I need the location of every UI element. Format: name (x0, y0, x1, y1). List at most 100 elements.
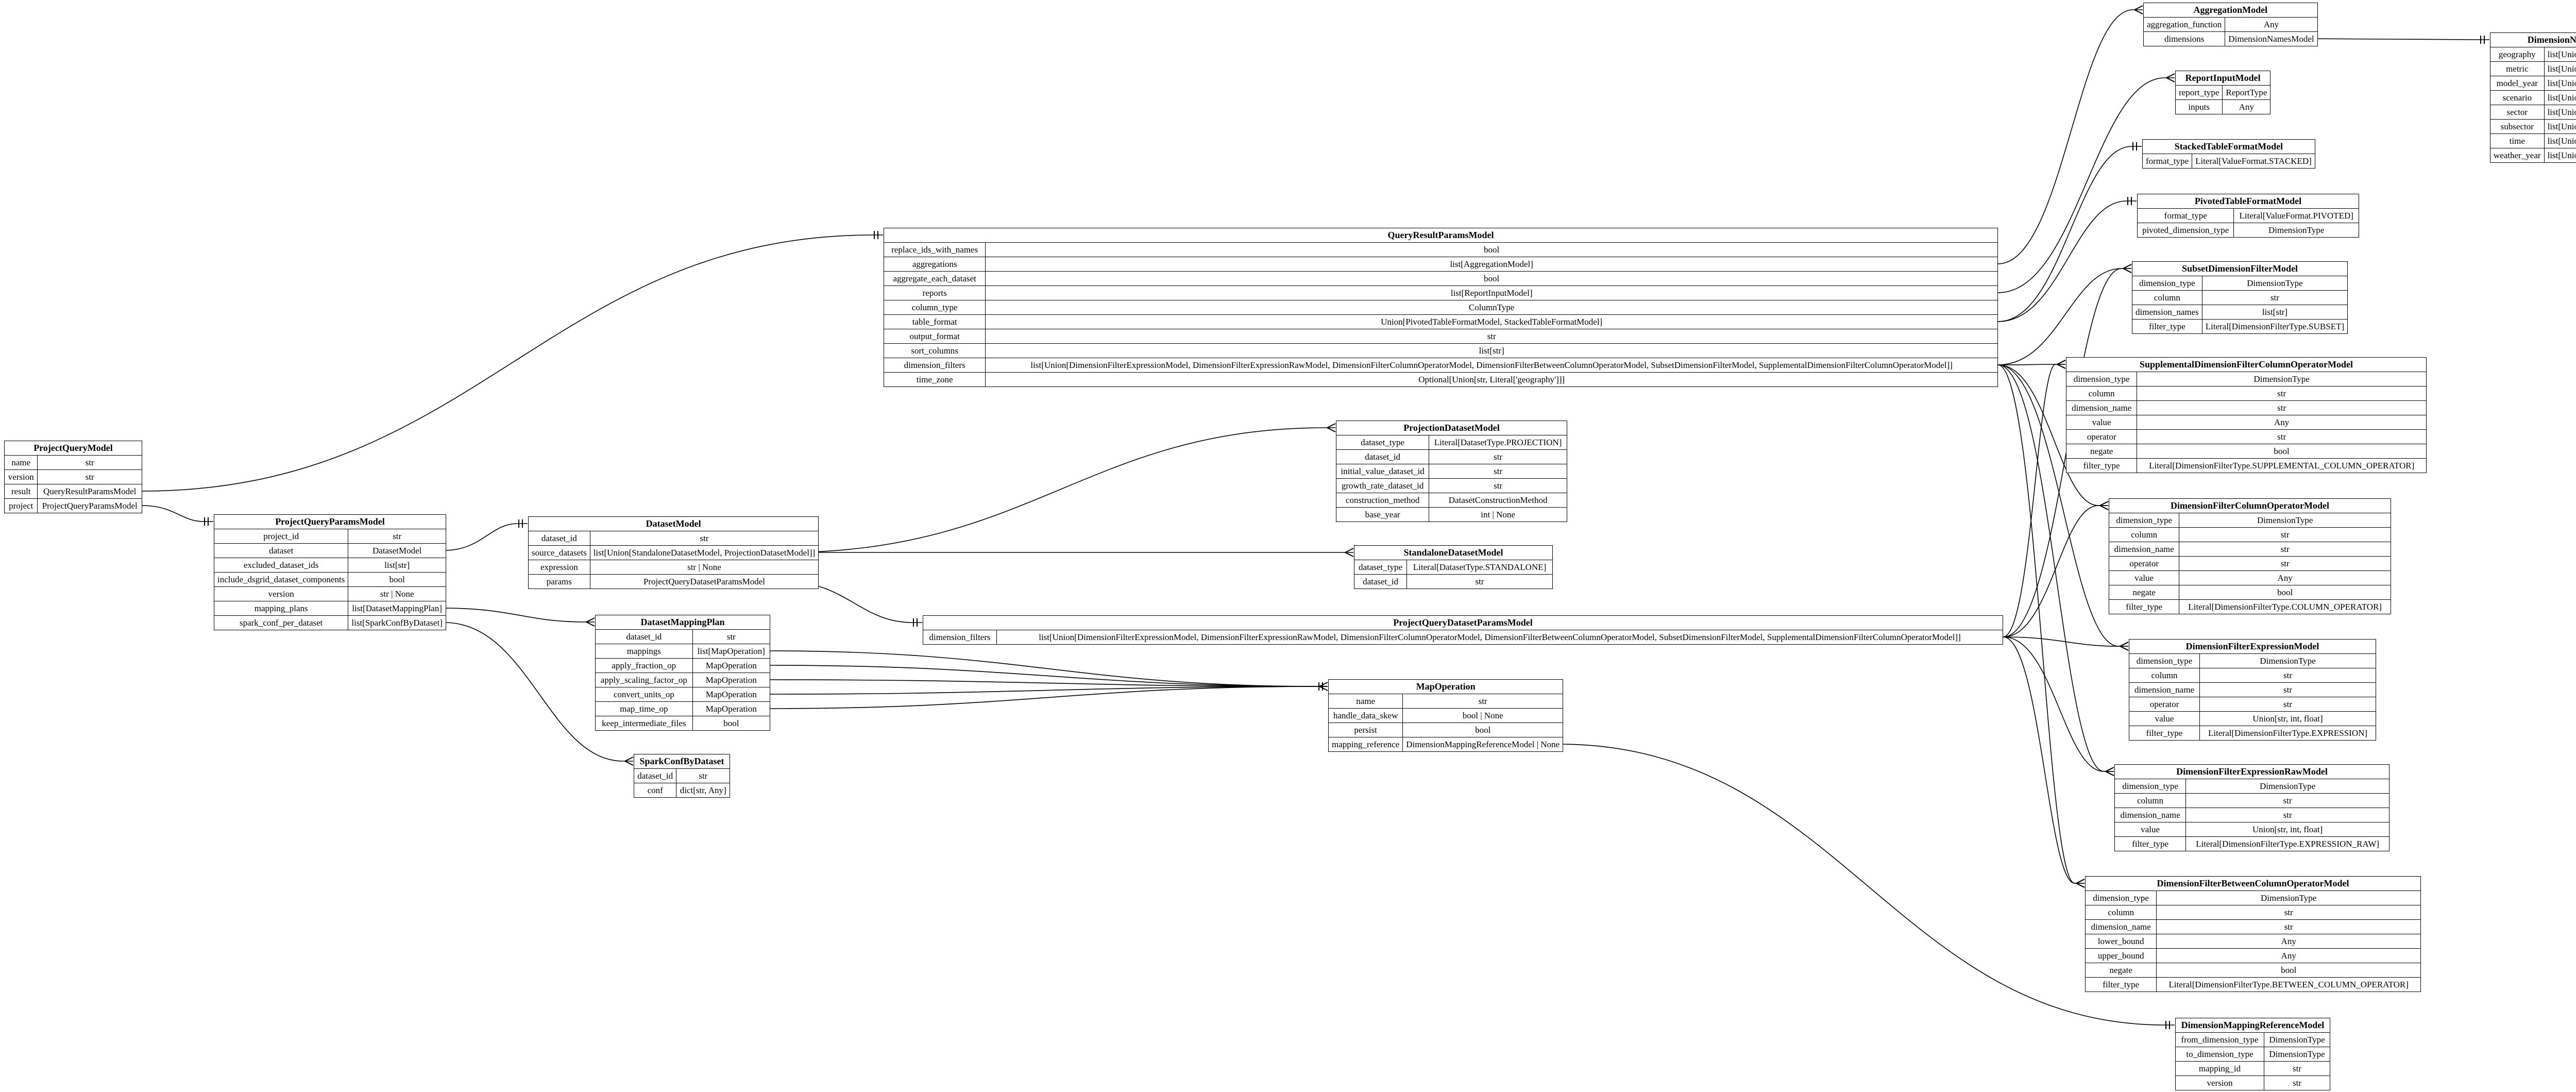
field-name: value (2128, 711, 2200, 726)
field-name: subsector (2490, 119, 2545, 134)
edge-ProjectQueryDatasetParamsModel-dimension_filters-DimensionFilterExpressionModel (2003, 636, 2129, 651)
field-type: DimensionType (2264, 1032, 2330, 1047)
edge-ProjectQueryDatasetParamsModel-dimension_filters-DimensionFilterBetweenColumnOperatorModel (2003, 636, 2085, 888)
field-name: filter_type (2114, 836, 2187, 851)
field-name: aggregation_function (2143, 17, 2226, 32)
field-name: expression (528, 560, 590, 575)
field-name: filter_type (2132, 319, 2202, 334)
field-type: str (2156, 919, 2421, 934)
field-type: Literal[DimensionFilterType.BETWEEN_COLU… (2156, 977, 2421, 992)
edge-ProjectQueryDatasetParamsModel-dimension_filters-DimensionFilterColumnOperatorModel (2003, 501, 2109, 637)
field-name: sort_columns (883, 343, 986, 358)
field-name: project_id (213, 529, 349, 544)
field-type: str (1429, 464, 1567, 479)
field-name: dimension_name (2084, 919, 2157, 934)
field-type: ProjectQueryParamsModel (37, 498, 142, 513)
field-type: Literal[DimensionFilterType.SUBSET] (2201, 319, 2348, 334)
field-type: bool (2156, 963, 2421, 978)
edge-DatasetModel-source_datasets-ProjectionDatasetModel (784, 423, 1336, 553)
field-type: str (1429, 449, 1567, 464)
field-type: Literal[DimensionFilterType.COLUMN_OPERA… (2179, 599, 2391, 614)
field-name: growth_rate_dataset_id (1335, 478, 1430, 493)
field-type: bool (985, 271, 1998, 286)
field-type: str (589, 531, 819, 546)
field-type: DatasetConstructionMethod (1429, 493, 1567, 508)
field-type: dict[str, Any] (676, 783, 730, 798)
entity-title: DimensionMappingReferenceModel (2175, 1018, 2330, 1033)
field-name: inputs (2175, 99, 2223, 114)
field-type: str (2185, 793, 2389, 808)
field-name: source_datasets (528, 545, 590, 560)
field-type: DimensionType (2201, 276, 2348, 291)
field-name: model_year (2490, 76, 2545, 91)
field-name: construction_method (1335, 493, 1430, 508)
field-type: bool (348, 572, 446, 587)
entity-title: SubsetDimensionFilterModel (2131, 261, 2348, 276)
field-type: list[Union[str, ColumnModel]] (2544, 148, 2576, 163)
field-type: Literal[DimensionFilterType.EXPRESSION_R… (2185, 836, 2389, 851)
field-type: str (1406, 574, 1553, 589)
entity-title: ProjectionDatasetModel (1336, 421, 1567, 435)
edge-QueryResultParamsModel-table_format-StackedTableFormatModel (1997, 142, 2142, 322)
field-type: str (2264, 1076, 2330, 1090)
field-name: table_format (883, 314, 986, 329)
field-name: initial_value_dataset_id (1335, 464, 1430, 479)
field-type: str (2179, 527, 2391, 542)
field-name: column (2114, 793, 2187, 808)
field-name: metric (2490, 61, 2545, 76)
field-name: column (2065, 386, 2138, 401)
field-name: mapping_reference (1328, 737, 1403, 752)
field-type: str (2185, 808, 2389, 822)
field-name: dataset (213, 543, 349, 558)
field-name: replace_ids_with_names (883, 242, 986, 257)
field-type: DimensionType (2199, 653, 2376, 668)
field-type: Any (2156, 948, 2421, 963)
field-type: list[SparkConfByDataset] (348, 615, 446, 630)
field-name: version (213, 586, 349, 601)
entity-title: SupplementalDimensionFilterColumnOperato… (2066, 357, 2427, 372)
entity-title: DatasetModel (528, 516, 819, 531)
edge-DatasetModel-source_datasets-StandaloneDatasetModel (784, 548, 1354, 557)
field-type: DatasetModel (348, 543, 446, 558)
field-name: column (2084, 905, 2157, 920)
field-type: Any (2222, 99, 2271, 114)
entity-title: ProjectQueryDatasetParamsModel (923, 615, 2003, 630)
field-name: negate (2065, 444, 2138, 459)
field-type: Any (2156, 934, 2421, 949)
field-type: str (2179, 542, 2391, 557)
field-type: DimensionType (2137, 372, 2427, 387)
entity-title: DimensionFilterColumnOperatorModel (2109, 498, 2391, 513)
field-name: excluded_dataset_ids (213, 558, 349, 573)
field-type: bool (985, 242, 1998, 257)
field-type: DimensionMappingReferenceModel | None (1402, 737, 1564, 752)
